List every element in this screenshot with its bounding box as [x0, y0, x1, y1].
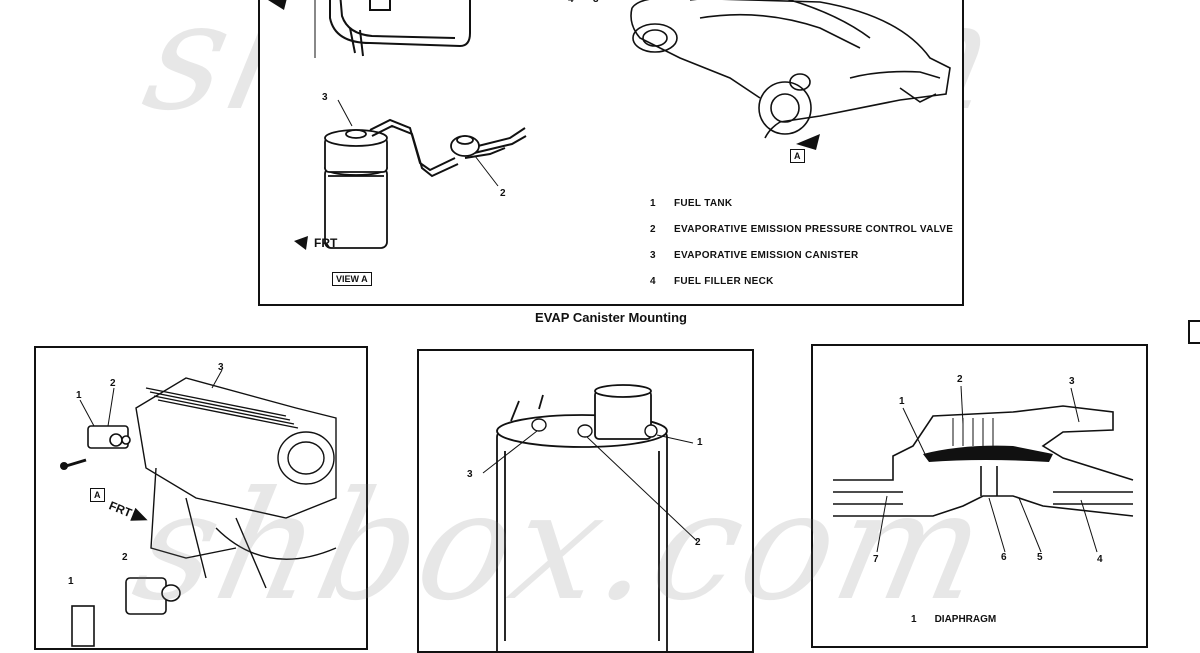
adjacent-panel-edge — [1188, 320, 1200, 344]
engine-bay-illustration — [60, 369, 337, 647]
legend-row: 1 FUEL TANK — [650, 190, 953, 216]
callout-4: 4 — [1097, 554, 1103, 565]
solenoid-drawing — [87, 425, 131, 449]
callout-leaders — [876, 385, 1098, 553]
callout-7: 7 — [873, 554, 879, 565]
legend-row: 4 FUEL FILLER NECK — [650, 268, 953, 294]
legend-number: 1 — [911, 614, 917, 625]
intake-manifold-drawing — [135, 377, 337, 589]
car-drawing — [630, 0, 951, 139]
frt-arrow-icon — [294, 236, 308, 250]
view-a-marker: A — [790, 149, 805, 163]
callout-1: 1 — [76, 390, 82, 401]
diaphragm-drawing — [923, 418, 1053, 462]
frt-text: FRT — [314, 236, 338, 250]
evap-canister-mounting-panel: 4 3 3 2 FRT VIEW A A 1 FUEL TANK 2 EVAPO… — [258, 0, 964, 306]
control-valve-drawing — [450, 135, 480, 157]
legend-text: FUEL FILLER NECK — [674, 275, 774, 287]
legend-number: 2 — [650, 223, 656, 235]
callout-4-top: 4 — [568, 0, 574, 5]
legend-number: 1 — [650, 197, 656, 209]
callout-2-lower: 2 — [122, 552, 128, 563]
parts-legend: 1 FUEL TANK 2 EVAPORATIVE EMISSION PRESS… — [650, 190, 953, 294]
mounting-illustration — [268, 0, 951, 249]
callout-3-canister: 3 — [322, 92, 328, 103]
valve-section-illustration — [833, 385, 1134, 553]
view-a-label: VIEW A — [332, 272, 372, 286]
legend-row: 2 EVAPORATIVE EMISSION PRESSURE CONTROL … — [650, 216, 953, 242]
legend-text: EVAPORATIVE EMISSION PRESSURE CONTROL VA… — [674, 223, 954, 235]
callout-2: 2 — [695, 537, 701, 548]
view-a-marker: A — [90, 488, 105, 502]
callout-5: 5 — [1037, 552, 1043, 563]
valve-housing-drawing — [833, 405, 1134, 517]
legend-number: 3 — [650, 249, 656, 261]
valve-detail-drawing — [71, 577, 181, 647]
diaphragm-legend: 1 DIAPHRAGM — [911, 614, 996, 625]
callout-1: 1 — [697, 437, 703, 448]
callout-2: 2 — [957, 374, 963, 385]
callout-1: 1 — [899, 396, 905, 407]
legend-text: DIAPHRAGM — [934, 614, 997, 625]
callout-1-lower: 1 — [68, 576, 74, 587]
callout-6: 6 — [1001, 552, 1007, 563]
legend-row: 3 EVAPORATIVE EMISSION CANISTER — [650, 242, 953, 268]
callout-3-top: 3 — [593, 0, 599, 5]
legend-number: 4 — [650, 275, 656, 287]
figure-caption: EVAP Canister Mounting — [535, 310, 687, 325]
frt-direction-label: FRT — [294, 236, 337, 250]
callout-2: 2 — [110, 378, 116, 389]
arrow-view-a — [796, 134, 820, 150]
canister-ports — [531, 418, 658, 438]
frt-arrow-icon — [130, 507, 148, 521]
hose-lines — [369, 118, 527, 178]
frt-direction-label: FRT — [107, 498, 152, 527]
legend-text: EVAPORATIVE EMISSION CANISTER — [674, 249, 859, 261]
legend-text: FUEL TANK — [674, 197, 733, 209]
callout-2-valve: 2 — [500, 188, 506, 199]
callout-3: 3 — [467, 469, 473, 480]
canister-detail-panel: 1 2 3 — [417, 349, 754, 653]
canister-drawing — [324, 129, 388, 249]
callout-3: 3 — [218, 362, 224, 373]
canister-illustration — [482, 384, 698, 651]
engine-bay-panel: 1 2 3 2 1 A FRT — [34, 346, 368, 650]
callout-3: 3 — [1069, 376, 1075, 387]
arrow-top-left — [268, 0, 287, 10]
valve-cross-section-panel: 1 2 3 4 5 6 7 1 DIAPHRAGM — [811, 344, 1148, 648]
fuel-tank-drawing — [329, 0, 471, 57]
